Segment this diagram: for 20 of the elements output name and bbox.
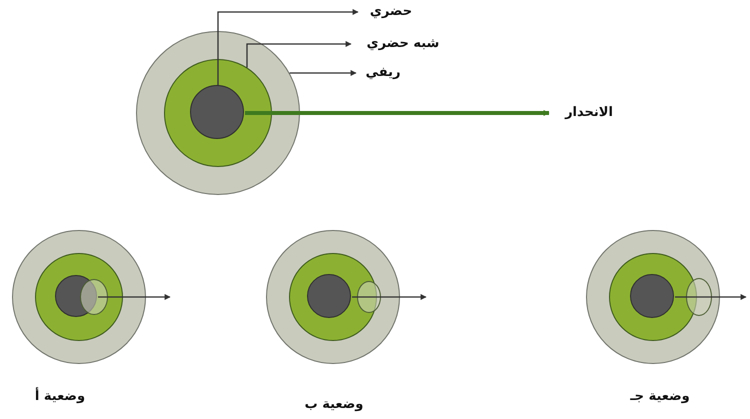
arrow <box>245 110 550 116</box>
node-label: وضعية ب <box>304 396 364 414</box>
arrow <box>98 294 171 300</box>
oval <box>80 279 108 315</box>
core-circle <box>190 85 244 139</box>
node-label: وضعية جـ <box>629 388 691 406</box>
zone-label: شبه حضري <box>353 33 453 55</box>
core-circle <box>307 274 351 318</box>
node-label: وضعية أ <box>34 386 86 406</box>
oval <box>686 278 712 316</box>
leader-line <box>290 70 357 76</box>
zone-label: ريفي <box>358 62 408 84</box>
oval <box>356 280 380 312</box>
zone-label: الانحدار <box>553 102 625 124</box>
zone-label: حضري <box>360 1 422 23</box>
leader-line <box>217 9 359 86</box>
core-circle <box>55 275 97 317</box>
core-circle <box>630 274 674 318</box>
arrow <box>352 294 427 300</box>
leader-line <box>246 41 352 68</box>
